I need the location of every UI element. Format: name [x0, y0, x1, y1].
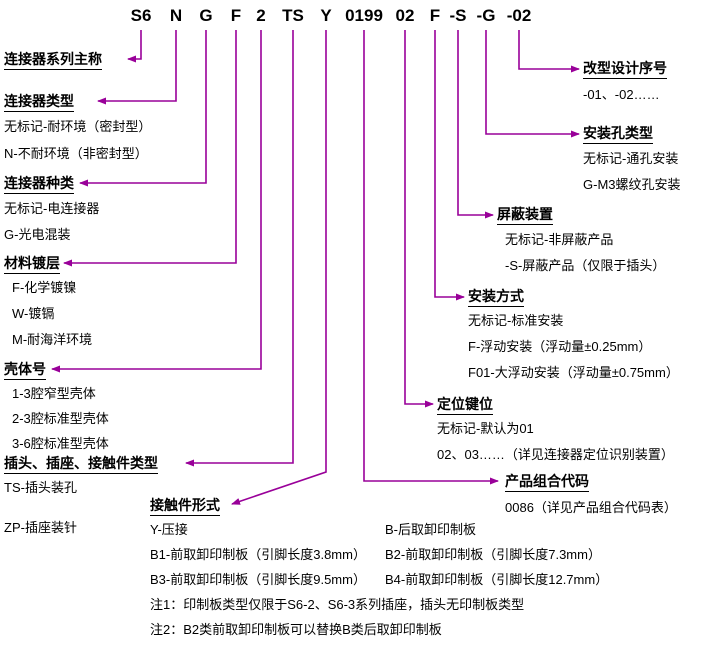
code-contact-type: TS: [282, 6, 304, 25]
spec-item: 无标记-非屏蔽产品: [505, 232, 614, 247]
connector-line-plating: [63, 30, 237, 267]
code-key-position: 02: [395, 6, 415, 25]
code-kind: G: [199, 6, 213, 25]
connector-line-key-position: [404, 30, 434, 408]
spec-item: B4-前取卸印制板（引脚长度12.7mm）: [385, 572, 609, 587]
code-mount-hole: -G: [476, 6, 496, 25]
note-item: 注1：印制板类型仅限于S6-2、S6-3系列插座，插头无印制板类型: [150, 597, 525, 612]
connector-line-shell: [51, 30, 262, 373]
connector-line-shield: [457, 30, 494, 219]
spec-item: B3-前取卸印制板（引脚长度9.5mm）: [150, 572, 366, 587]
code-env-type: N: [169, 6, 183, 25]
section-title-shield: 屏蔽装置: [497, 206, 553, 225]
spec-item: N-不耐环境（非密封型）: [4, 146, 148, 161]
spec-item: 2-3腔标准型壳体: [12, 411, 109, 426]
connector-line-mount-mode: [434, 30, 465, 301]
section-title-key-position: 定位键位: [437, 396, 493, 415]
spec-item: 无标记-耐环境（密封型）: [4, 119, 152, 134]
spec-item: B-后取卸印制板: [385, 522, 477, 537]
spec-item: 3-6腔标准型壳体: [12, 436, 109, 451]
spec-item: TS-插头装孔: [4, 480, 77, 495]
spec-item: 02、03……（详见连接器定位识别装置）: [437, 447, 674, 462]
spec-item: -01、-02……: [583, 87, 660, 102]
spec-item: B1-前取卸印制板（引脚长度3.8mm）: [150, 547, 366, 562]
section-title-mount-hole: 安装孔类型: [583, 125, 653, 144]
code-shield: -S: [449, 6, 467, 25]
spec-item: 无标记-通孔安装: [583, 151, 679, 166]
spec-item: 1-3腔窄型壳体: [12, 386, 96, 401]
section-title-mount-mode: 安装方式: [468, 288, 524, 307]
spec-item: -S-屏蔽产品（仅限于插头）: [505, 258, 666, 273]
spec-item: 0086（详见产品组合代码表）: [505, 500, 677, 515]
spec-item: F01-大浮动安装（浮动量±0.75mm）: [468, 365, 679, 380]
code-redesign: -02: [506, 6, 532, 25]
section-title-redesign: 改型设计序号: [583, 60, 667, 79]
connector-line-product-code: [363, 30, 499, 485]
connector-line-mount-hole: [485, 30, 580, 138]
section-title-series: 连接器系列主称: [4, 51, 102, 70]
spec-item: F-浮动安装（浮动量±0.25mm）: [468, 339, 652, 354]
spec-item: 无标记-标准安装: [468, 313, 564, 328]
code-product-combo: 0199: [345, 6, 383, 25]
code-mount-mode: F: [429, 6, 441, 25]
spec-item: M-耐海洋环境: [12, 332, 93, 347]
section-title-plating: 材料镀层: [4, 255, 60, 274]
spec-item: W-镀镉: [12, 306, 55, 321]
code-series: S6: [130, 6, 152, 25]
connector-line-contact-form: [231, 30, 327, 505]
spec-item: 无标记-默认为01: [437, 421, 534, 436]
spec-item: 无标记-电连接器: [4, 201, 100, 216]
section-title-kind: 连接器种类: [4, 175, 74, 194]
code-plating: F: [230, 6, 242, 25]
section-title-product-code: 产品组合代码: [505, 473, 589, 492]
code-shell: 2: [256, 6, 266, 25]
code-contact-form: Y: [320, 6, 332, 25]
section-title-shell: 壳体号: [4, 361, 46, 380]
connector-line-kind: [79, 30, 207, 187]
connector-line-redesign: [518, 30, 580, 73]
section-title-contact-type: 插头、插座、接触件类型: [4, 455, 158, 474]
spec-item: G-M3螺纹孔安装: [583, 177, 681, 192]
spec-item: ZP-插座装针: [4, 520, 77, 535]
spec-item: F-化学镀镍: [12, 280, 77, 295]
section-title-type: 连接器类型: [4, 93, 74, 112]
note-item: 注2：B2类前取卸印制板可以替换B类后取卸印制板: [150, 622, 442, 637]
connector-line-type: [97, 30, 177, 105]
connector-line-series: [127, 30, 142, 63]
spec-item: B2-前取卸印制板（引脚长度7.3mm）: [385, 547, 601, 562]
spec-item: G-光电混装: [4, 227, 71, 242]
connector-line-contact-type: [185, 30, 294, 467]
section-title-contact-form: 接触件形式: [150, 497, 220, 516]
spec-item: Y-压接: [150, 522, 188, 537]
